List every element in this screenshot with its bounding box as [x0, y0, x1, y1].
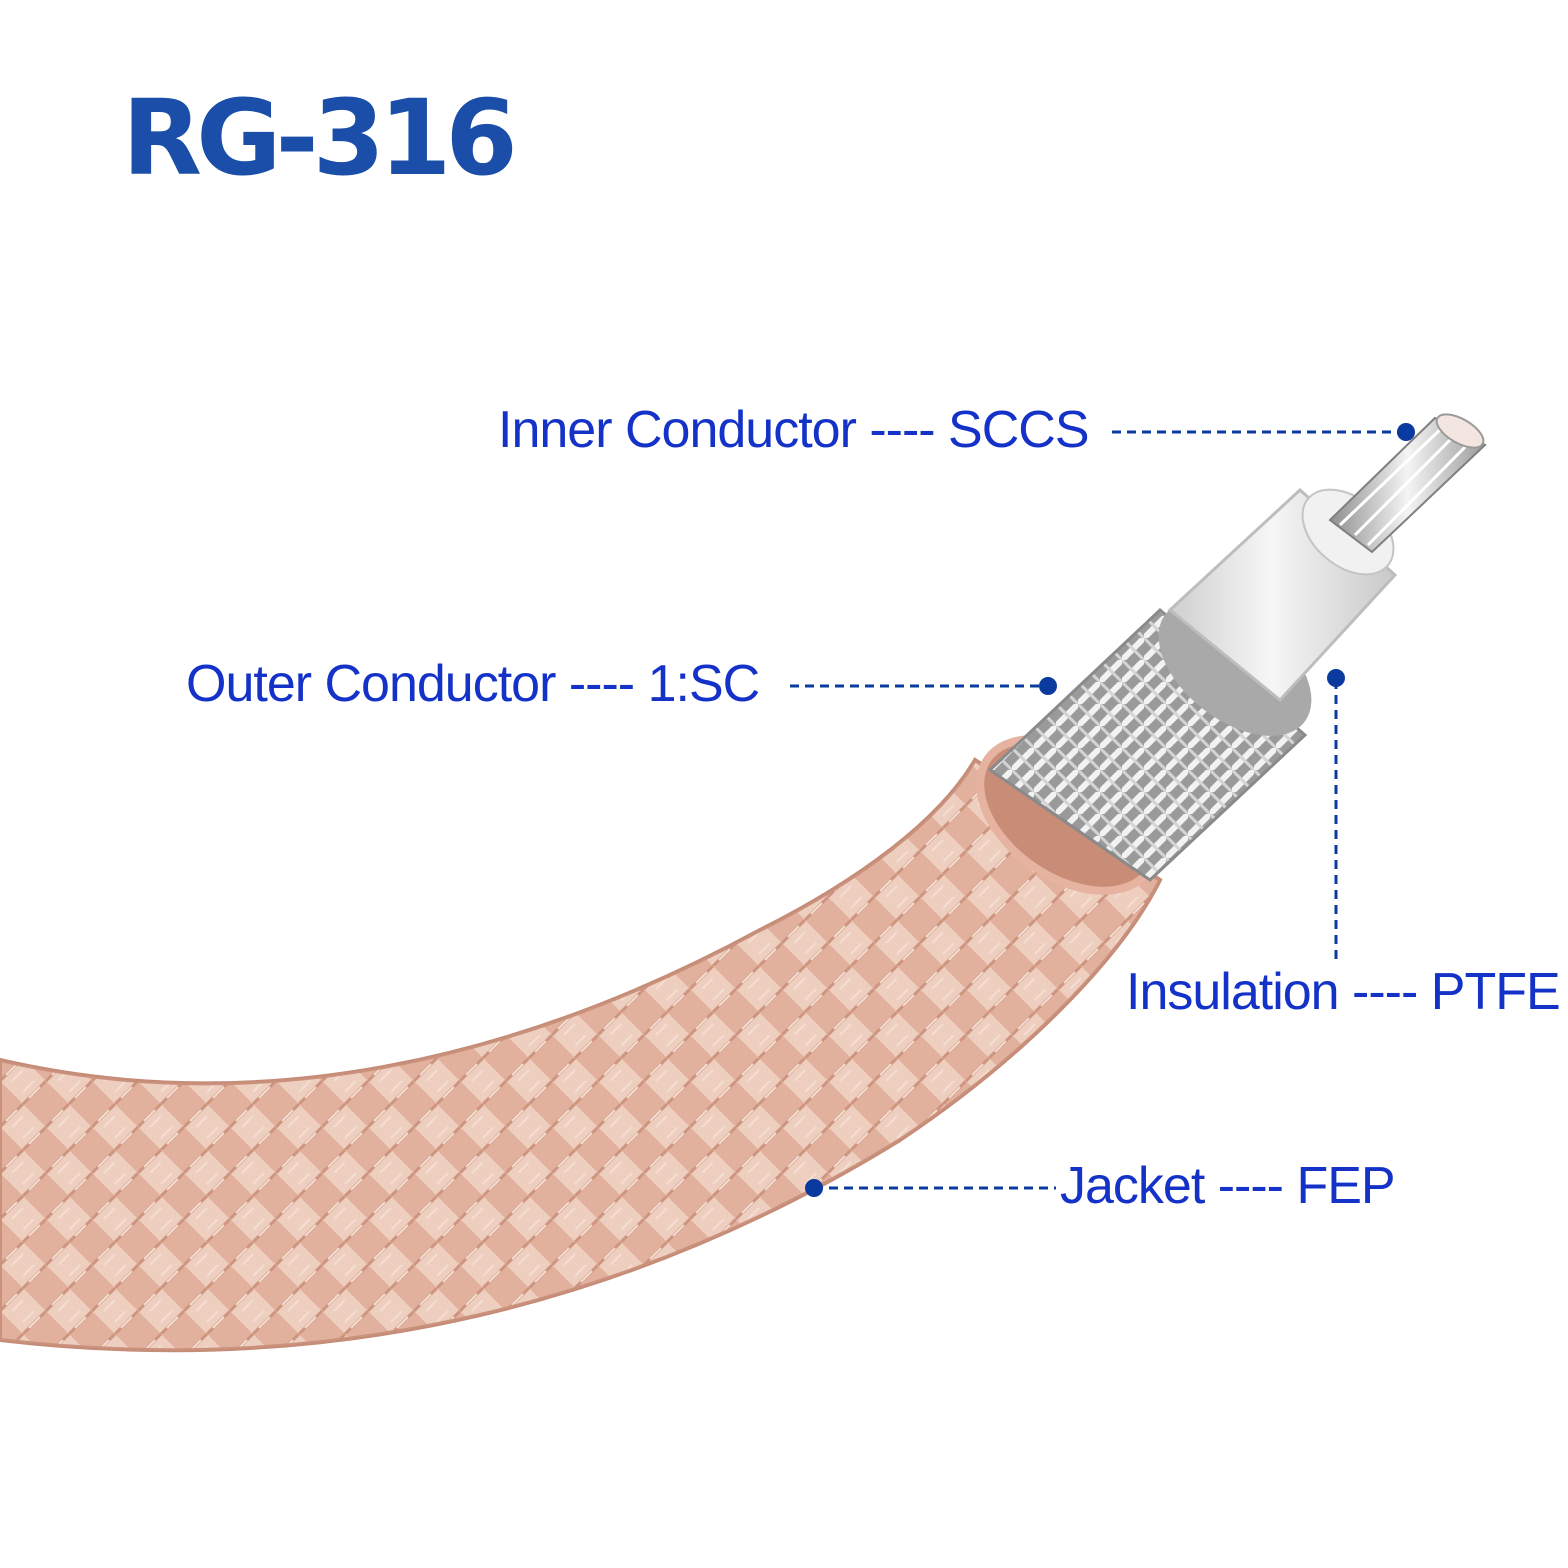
- label-jacket: Jacket ---- FEP: [1060, 1157, 1396, 1215]
- leader-lines: [790, 430, 1406, 1190]
- label-inner-conductor: Inner Conductor ---- SCCS: [498, 401, 1090, 459]
- jacket-body: [0, 757, 1163, 1353]
- inner-conductor-wire: [1328, 413, 1487, 554]
- dot-outer-conductor: [1039, 677, 1057, 695]
- label-insulation: Insulation ---- PTFE: [1126, 963, 1561, 1021]
- dot-insulation: [1327, 669, 1345, 687]
- label-outer-conductor: Outer Conductor ---- 1:SC: [186, 655, 760, 713]
- dot-inner-conductor: [1397, 423, 1415, 441]
- dot-jacket: [805, 1179, 823, 1197]
- leader-dots: [805, 423, 1415, 1197]
- page-title: RG-316: [122, 77, 518, 199]
